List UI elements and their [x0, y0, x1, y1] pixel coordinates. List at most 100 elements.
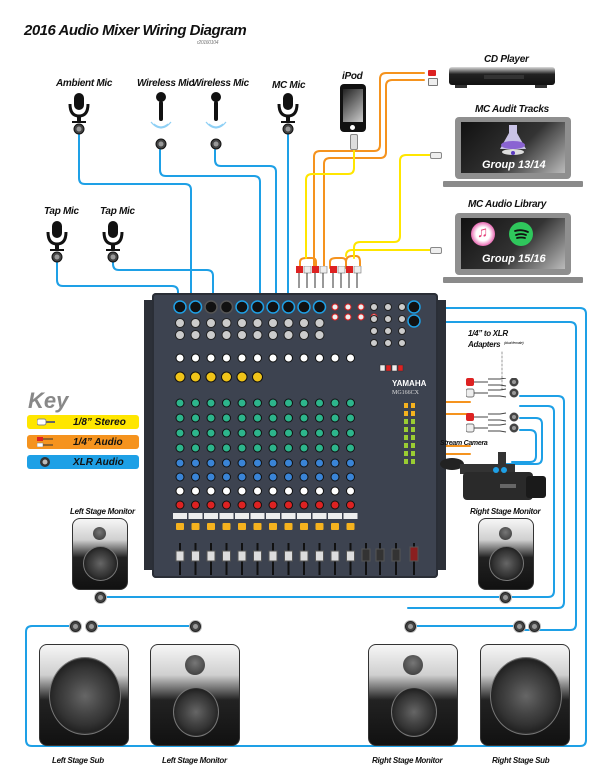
aux-knob[interactable] — [253, 428, 262, 438]
channel-fader[interactable] — [222, 550, 231, 562]
mute-button[interactable] — [176, 523, 184, 530]
level-knob[interactable] — [237, 500, 247, 510]
pan-knob[interactable] — [222, 486, 231, 496]
aux-knob[interactable] — [222, 428, 231, 438]
channel-fader[interactable] — [206, 550, 216, 562]
channel-fader[interactable] — [253, 550, 262, 562]
gain-knob[interactable] — [191, 353, 200, 363]
level-knob[interactable] — [253, 500, 262, 510]
pan-knob[interactable] — [268, 486, 278, 496]
eq-knob[interactable] — [222, 472, 231, 482]
aux-knob[interactable] — [206, 398, 216, 408]
pan-knob[interactable] — [330, 486, 340, 496]
aux-knob[interactable] — [284, 398, 293, 408]
pan-knob[interactable] — [253, 486, 262, 496]
aux-knob[interactable] — [222, 413, 231, 423]
aux-knob[interactable] — [330, 398, 340, 408]
eq-knob[interactable] — [299, 443, 309, 453]
eq-knob[interactable] — [299, 472, 309, 482]
mute-button[interactable] — [238, 523, 246, 530]
aux-knob[interactable] — [237, 428, 247, 438]
channel-fader[interactable] — [237, 550, 247, 562]
aux-knob[interactable] — [268, 428, 278, 438]
eq-knob[interactable] — [346, 472, 355, 482]
comp-knob[interactable] — [174, 371, 186, 383]
comp-knob[interactable] — [190, 371, 201, 383]
mute-button[interactable] — [300, 523, 308, 530]
pan-knob[interactable] — [346, 486, 355, 496]
aux-knob[interactable] — [222, 398, 231, 408]
aux-knob[interactable] — [175, 413, 185, 423]
aux-knob[interactable] — [330, 428, 340, 438]
eq-knob[interactable] — [299, 458, 309, 468]
level-knob[interactable] — [284, 500, 293, 510]
level-knob[interactable] — [330, 500, 340, 510]
eq-knob[interactable] — [315, 443, 324, 453]
pan-knob[interactable] — [237, 486, 247, 496]
mute-button[interactable] — [346, 523, 355, 530]
eq-knob[interactable] — [175, 443, 185, 453]
eq-knob[interactable] — [237, 443, 247, 453]
aux-knob[interactable] — [237, 398, 247, 408]
comp-knob[interactable] — [221, 371, 232, 383]
gain-knob[interactable] — [346, 353, 355, 363]
aux-knob[interactable] — [268, 413, 278, 423]
aux-knob[interactable] — [284, 428, 293, 438]
eq-knob[interactable] — [206, 472, 216, 482]
mute-button[interactable] — [269, 523, 277, 530]
aux-knob[interactable] — [346, 398, 355, 408]
eq-knob[interactable] — [175, 458, 185, 468]
eq-knob[interactable] — [330, 443, 340, 453]
aux-knob[interactable] — [253, 413, 262, 423]
gain-knob[interactable] — [299, 353, 309, 363]
eq-knob[interactable] — [237, 458, 247, 468]
eq-knob[interactable] — [222, 443, 231, 453]
eq-knob[interactable] — [222, 458, 231, 468]
aux-knob[interactable] — [315, 428, 324, 438]
gain-knob[interactable] — [253, 353, 262, 363]
gain-knob[interactable] — [315, 353, 324, 363]
channel-fader[interactable] — [268, 550, 278, 562]
channel-fader[interactable] — [175, 550, 185, 562]
eq-knob[interactable] — [253, 458, 262, 468]
mute-button[interactable] — [207, 523, 215, 530]
eq-knob[interactable] — [284, 472, 293, 482]
channel-fader[interactable] — [330, 550, 340, 562]
aux-knob[interactable] — [191, 413, 200, 423]
aux-knob[interactable] — [299, 398, 309, 408]
aux-knob[interactable] — [268, 398, 278, 408]
level-knob[interactable] — [299, 500, 309, 510]
pan-knob[interactable] — [299, 486, 309, 496]
mute-button[interactable] — [284, 523, 293, 530]
eq-knob[interactable] — [253, 443, 262, 453]
gain-knob[interactable] — [284, 353, 293, 363]
mute-button[interactable] — [253, 523, 262, 530]
aux-knob[interactable] — [191, 428, 200, 438]
aux-knob[interactable] — [299, 428, 309, 438]
channel-fader[interactable] — [315, 550, 324, 562]
level-knob[interactable] — [191, 500, 200, 510]
level-knob[interactable] — [175, 500, 185, 510]
mute-button[interactable] — [315, 523, 324, 530]
level-knob[interactable] — [206, 500, 216, 510]
mute-button[interactable] — [191, 523, 200, 530]
master-fader[interactable] — [409, 546, 419, 562]
aux-knob[interactable] — [284, 413, 293, 423]
gain-knob[interactable] — [330, 353, 340, 363]
eq-knob[interactable] — [206, 443, 216, 453]
level-knob[interactable] — [268, 500, 278, 510]
eq-knob[interactable] — [175, 472, 185, 482]
level-knob[interactable] — [222, 500, 231, 510]
pan-knob[interactable] — [206, 486, 216, 496]
gain-knob[interactable] — [175, 353, 185, 363]
pan-knob[interactable] — [175, 486, 185, 496]
eq-knob[interactable] — [315, 472, 324, 482]
eq-knob[interactable] — [253, 472, 262, 482]
eq-knob[interactable] — [237, 472, 247, 482]
gain-knob[interactable] — [222, 353, 231, 363]
comp-knob[interactable] — [252, 371, 263, 383]
aux-knob[interactable] — [346, 413, 355, 423]
level-knob[interactable] — [315, 500, 324, 510]
eq-knob[interactable] — [268, 472, 278, 482]
eq-knob[interactable] — [268, 458, 278, 468]
